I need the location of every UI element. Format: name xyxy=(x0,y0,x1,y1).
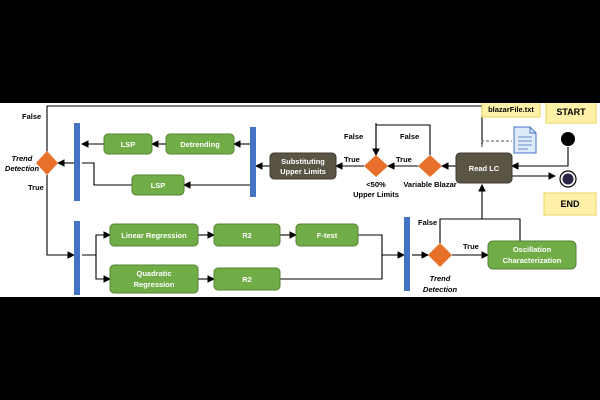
substituting-label-1: Substituting xyxy=(281,157,325,166)
trend-left-true-line xyxy=(46,175,76,259)
start-label: START xyxy=(556,107,586,117)
document-icon xyxy=(513,126,537,154)
true-left-label: True xyxy=(28,183,44,192)
start-node xyxy=(561,132,575,146)
detrending-label: Detrending xyxy=(180,140,220,149)
trend-detection-left-diamond xyxy=(36,151,58,175)
lsp-top-box xyxy=(103,133,153,155)
flowchart-diagram: LSP Detrending LSP Substituting Upper Li… xyxy=(5,103,597,295)
file-note xyxy=(481,103,541,118)
start-note xyxy=(545,103,597,124)
detrending-box xyxy=(165,133,235,155)
trend-right-label-1: Trend xyxy=(430,274,451,283)
substituting-box xyxy=(269,152,337,180)
oscillation-label-2: Characterization xyxy=(503,256,562,265)
file-label: blazarFile.txt xyxy=(488,105,534,114)
oscillation-box xyxy=(487,240,577,270)
quadratic-regression-box xyxy=(109,264,199,294)
to-linear-line xyxy=(82,231,112,256)
file-link-line xyxy=(481,140,512,147)
linear-regression-label: Linear Regression xyxy=(121,231,187,240)
flowchart-canvas: LSP Detrending LSP Substituting Upper Li… xyxy=(0,103,600,297)
false-label-2: False xyxy=(400,132,419,141)
sync-bar-lower-left xyxy=(74,221,80,295)
read-lc-label: Read LC xyxy=(469,164,500,173)
r2-bottom-to-bar-line xyxy=(280,255,383,280)
false-top-left-label: False xyxy=(22,112,41,121)
false-loop-line xyxy=(46,105,483,153)
r2-bottom-box xyxy=(213,267,281,291)
r2-top-box xyxy=(213,223,281,247)
sync-bar-left xyxy=(74,123,80,201)
sync-bar-right xyxy=(404,217,410,291)
lsp-bottom-box xyxy=(131,174,185,196)
linear-regression-box xyxy=(109,223,199,247)
variable-blazar-diamond xyxy=(418,155,442,177)
less-50-label-2: Upper Limits xyxy=(353,190,399,199)
read-lc-box xyxy=(455,152,513,184)
false-label-1: False xyxy=(344,132,363,141)
start-to-readlc-line xyxy=(510,147,569,170)
quadratic-label-1: Quadratic xyxy=(136,269,171,278)
substituting-label-2: Upper Limits xyxy=(280,167,326,176)
true-label-2: True xyxy=(396,155,412,164)
end-note xyxy=(543,192,597,216)
trend-left-label-1: Trend xyxy=(12,154,33,163)
trend-detection-right-diamond xyxy=(428,243,452,267)
sync-bar-middle xyxy=(250,127,256,197)
lsp-bottom-label: LSP xyxy=(151,181,166,190)
connectors xyxy=(46,105,569,283)
r2-bottom-label: R2 xyxy=(242,275,252,284)
upper-limits-diamond xyxy=(364,155,388,177)
lsp-top-label: LSP xyxy=(121,140,136,149)
variable-blazar-label: Variable Blazar xyxy=(403,180,456,189)
end-label: END xyxy=(560,199,580,209)
ftest-to-bar-line xyxy=(358,234,406,259)
oscillation-label-1: Oscillation xyxy=(513,245,552,254)
less-50-label-1: <50% xyxy=(366,180,386,189)
lsp-bottom-to-bar-line xyxy=(82,162,132,186)
oscillation-to-readlc-line xyxy=(482,218,521,243)
true-label-3: True xyxy=(463,242,479,251)
end-node xyxy=(562,173,574,185)
f-test-label: F-test xyxy=(317,231,338,240)
false-label-3: False xyxy=(418,218,437,227)
f-test-box xyxy=(295,223,359,247)
r2-top-label: R2 xyxy=(242,231,252,240)
trend-right-false-line xyxy=(439,183,486,243)
trend-right-label-2: Detection xyxy=(423,285,458,294)
quadratic-label-2: Regression xyxy=(134,280,175,289)
true-label-1: True xyxy=(344,155,360,164)
trend-left-label-2: Detection xyxy=(5,164,40,173)
to-quadratic-line xyxy=(95,255,112,283)
